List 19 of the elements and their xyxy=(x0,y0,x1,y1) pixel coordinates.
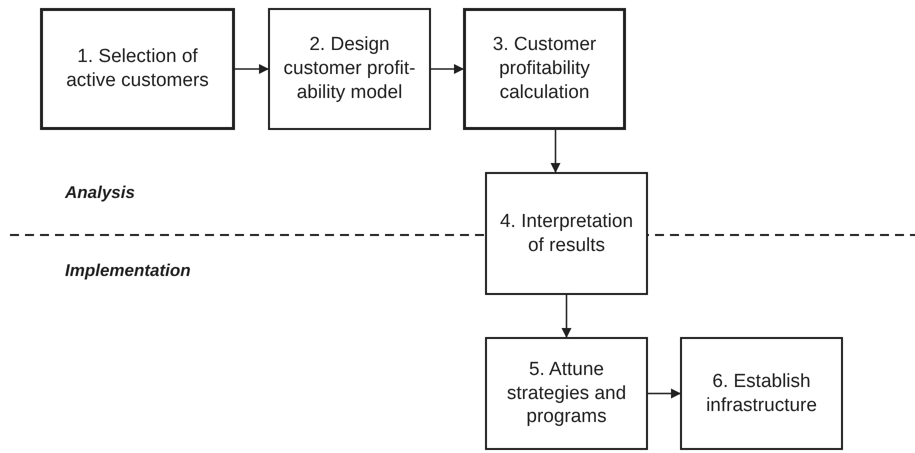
process-box xyxy=(485,172,648,295)
arrow xyxy=(550,130,560,173)
arrow xyxy=(648,388,681,398)
step-label: 2. Design customer profit- ability model xyxy=(282,33,416,105)
arrow xyxy=(431,64,464,74)
process-box xyxy=(268,8,431,130)
phase-label: Implementation xyxy=(65,261,191,281)
process-box xyxy=(40,8,235,130)
arrow xyxy=(562,295,572,338)
process-box xyxy=(680,337,843,450)
process-box xyxy=(485,337,648,450)
step-label: 4. Interpretation of results xyxy=(498,210,634,258)
arrow xyxy=(235,64,269,74)
step-label: 1. Selection of active customers xyxy=(65,45,210,93)
step-label: 6. Establish infrastructure xyxy=(705,370,818,418)
step-label: 5. Attune strategies and programs xyxy=(506,358,628,430)
step-label: 3. Customer profitability calculation xyxy=(492,33,598,105)
phase-label: Analysis xyxy=(65,183,135,203)
process-box xyxy=(463,8,626,130)
